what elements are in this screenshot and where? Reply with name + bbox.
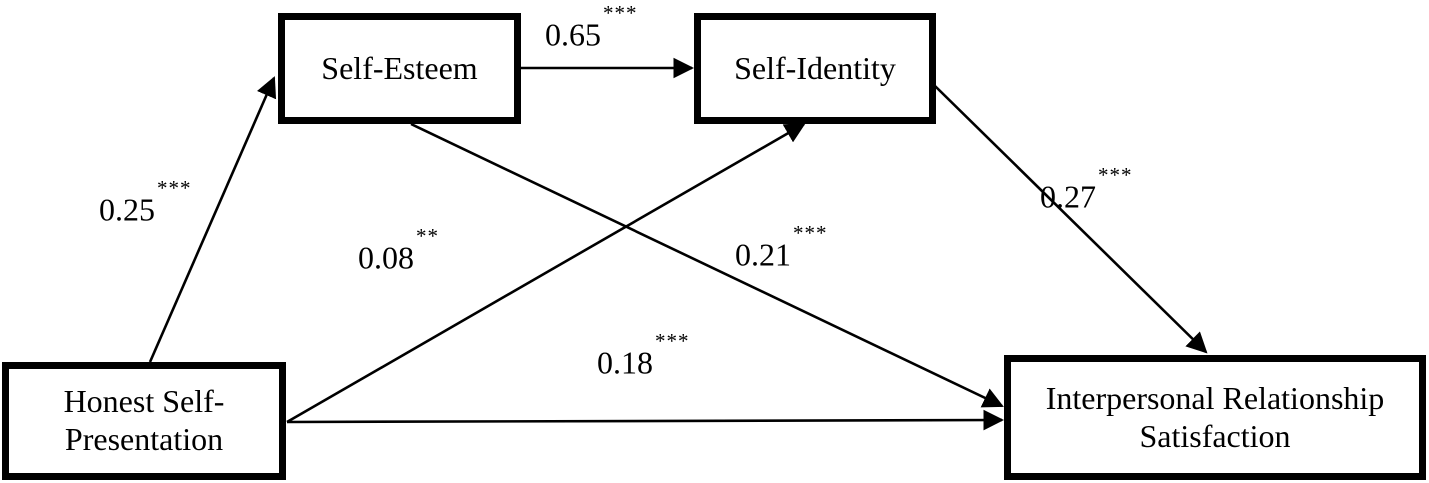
path-label-self-esteem-to-self-identity: 0.65*** (545, 3, 638, 53)
node-self-esteem: Self-Esteem (278, 13, 521, 124)
node-self-esteem-label: Self-Esteem (321, 49, 478, 86)
coefficient-value: 0.65 (545, 16, 601, 53)
significance-stars: *** (603, 1, 638, 25)
path-label-honest-to-irs: 0.18*** (597, 331, 690, 381)
arrow-honest-to-self-esteem (148, 76, 277, 363)
significance-stars: *** (1098, 163, 1133, 187)
arrow-honest-to-irs (286, 409, 1005, 431)
node-self-identity: Self-Identity (694, 13, 936, 124)
coefficient-value: 0.08 (358, 239, 414, 276)
significance-stars: *** (157, 176, 192, 200)
path-label-self-esteem-to-irs: 0.21*** (735, 223, 828, 273)
node-irs-label-line2: Satisfaction (1139, 417, 1291, 454)
coefficient-value: 0.25 (99, 191, 155, 228)
node-honest-self-presentation-label-line1: Honest Self- (63, 383, 225, 420)
arrow-self-esteem-to-irs (410, 122, 1004, 408)
node-honest-self-presentation-label-line2: Presentation (64, 421, 224, 457)
node-irs-label-line1: Interpersonal Relationship (1045, 379, 1385, 416)
node-interpersonal-relationship-satisfaction: Interpersonal Relationship Satisfaction (1004, 355, 1426, 480)
path-label-honest-to-self-esteem: 0.25*** (99, 178, 192, 228)
path-label-self-identity-to-irs: 0.27*** (1040, 165, 1133, 215)
significance-stars: *** (655, 329, 690, 353)
coefficient-value: 0.21 (735, 236, 791, 273)
coefficient-value: 0.27 (1040, 178, 1096, 215)
path-label-honest-to-self-identity: 0.08** (358, 226, 439, 276)
coefficient-value: 0.18 (597, 344, 653, 381)
significance-stars: ** (416, 224, 439, 248)
significance-stars: *** (793, 221, 828, 245)
arrow-honest-to-self-identity (286, 122, 806, 424)
arrow-self-identity-to-irs (934, 85, 1208, 354)
node-honest-self-presentation: Honest Self- Presentation (2, 362, 286, 480)
node-self-identity-label: Self-Identity (734, 49, 896, 86)
